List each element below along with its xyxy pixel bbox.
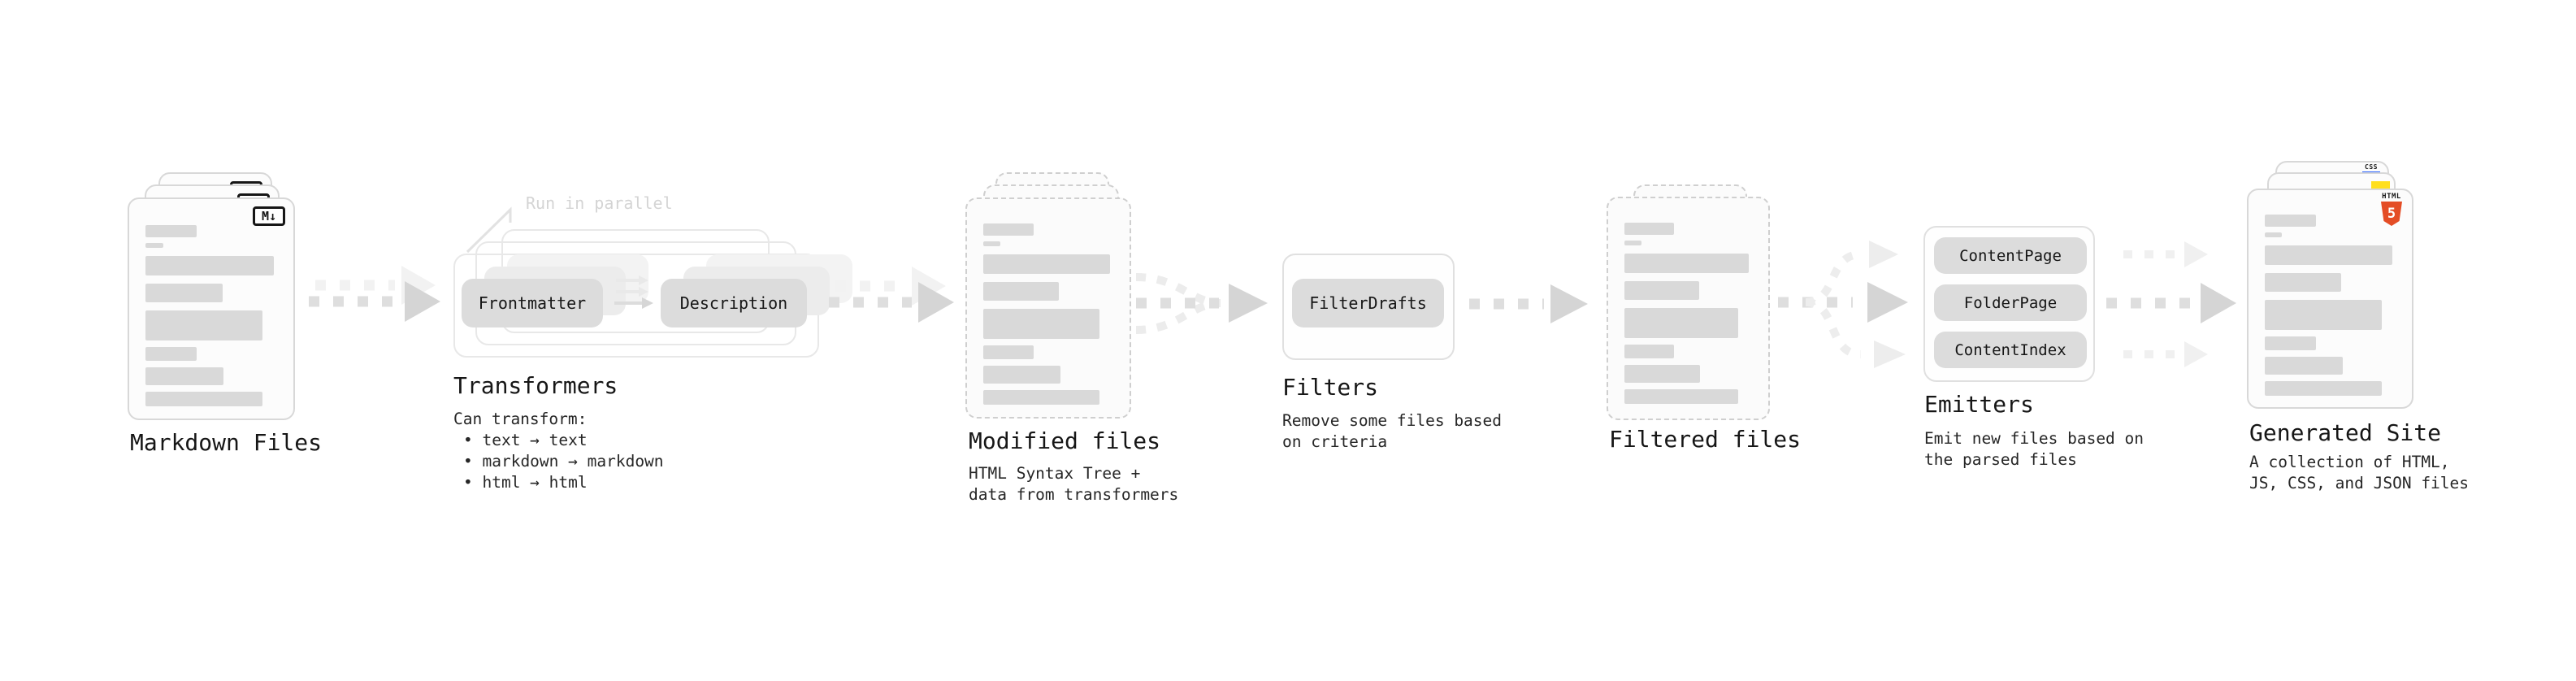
transformer-pill-frontmatter: Frontmatter — [462, 279, 603, 327]
doc-content-bars — [2265, 215, 2399, 396]
doc-placeholder-bar — [983, 309, 1099, 339]
emitter-pill-contentpage: ContentPage — [1934, 237, 2087, 274]
doc-placeholder-bar — [2265, 357, 2343, 375]
doc-placeholder-bar — [145, 392, 263, 406]
doc-placeholder-bar — [983, 223, 1034, 236]
generated-site-subtitle-line: A collection of HTML, — [2249, 453, 2450, 471]
transformers-title: Transformers — [453, 372, 618, 399]
doc-placeholder-bar — [983, 254, 1110, 274]
emitters-title: Emitters — [1924, 391, 2034, 418]
flow-merge-modified-to-filters — [1135, 273, 1268, 334]
doc-placeholder-bar — [1624, 254, 1749, 273]
site-file-card-html: HTML 5 — [2247, 189, 2413, 409]
filters-description: Remove some files based on criteria — [1282, 410, 1502, 453]
doc-placeholder-bar — [1624, 365, 1701, 383]
doc-placeholder-bar — [1624, 308, 1739, 338]
doc-placeholder-bar — [145, 367, 224, 385]
modified-files-title: Modified files — [969, 427, 1161, 454]
doc-placeholder-bar — [2265, 381, 2382, 396]
transform-bullet: • html → html — [463, 473, 588, 492]
filters-subtitle-line: on criteria — [1282, 432, 1388, 451]
generated-site-title: Generated Site — [2249, 419, 2442, 446]
markdown-file-badge-icon: M↓ — [253, 206, 285, 226]
modified-file-card-front — [965, 197, 1131, 419]
emitters-description: Emit new files based on the parsed files — [1924, 428, 2144, 471]
doc-placeholder-bar — [2265, 273, 2342, 292]
doc-placeholder-bar — [2265, 245, 2392, 265]
doc-placeholder-bar — [1624, 223, 1675, 235]
doc-placeholder-bar — [2265, 336, 2316, 350]
emitter-pill-contentindex: ContentIndex — [1934, 332, 2087, 368]
doc-content-bars — [983, 223, 1117, 405]
html5-badge-icon: HTML 5 — [2381, 193, 2402, 226]
doc-placeholder-bar — [2265, 232, 2283, 237]
doc-placeholder-bar — [1624, 345, 1675, 358]
flow-arrow-filters-to-filtered — [1469, 284, 1588, 323]
doc-placeholder-bar — [983, 241, 1001, 246]
folderpage-label: FolderPage — [1963, 293, 2058, 312]
emitter-pill-folderpage: FolderPage — [1934, 284, 2087, 321]
doc-placeholder-bar — [983, 390, 1099, 405]
flow-arrows-emitters-to-site — [2106, 241, 2236, 367]
modified-files-description: HTML Syntax Tree + data from transformer… — [969, 463, 1178, 505]
filtered-files-title: Filtered files — [1609, 426, 1802, 453]
doc-content-bars — [1624, 223, 1755, 404]
js-badge-icon — [2371, 181, 2390, 189]
frontmatter-label: Frontmatter — [478, 293, 587, 313]
html5-word: HTML — [2382, 193, 2401, 201]
transform-bullet: • markdown → markdown — [463, 452, 664, 471]
transform-bullet: • text → text — [463, 431, 588, 449]
html5-number: 5 — [2387, 205, 2396, 222]
doc-placeholder-bar — [1624, 241, 1641, 245]
doc-placeholder-bar — [145, 347, 197, 361]
flow-split-filtered-to-emitters — [1778, 241, 1908, 368]
doc-placeholder-bar — [983, 282, 1060, 301]
modified-files-subtitle-line: HTML Syntax Tree + — [969, 464, 1141, 483]
description-label: Description — [679, 293, 788, 313]
doc-placeholder-bar — [1624, 281, 1699, 300]
filterdrafts-label: FilterDrafts — [1309, 293, 1427, 313]
generated-site-subtitle-line: JS, CSS, and JSON files — [2249, 474, 2470, 492]
doc-placeholder-bar — [2265, 300, 2382, 330]
transformer-pill-description: Description — [661, 279, 807, 327]
filters-title: Filters — [1282, 374, 1379, 401]
transformers-description: Can transform: • text → text • markdown … — [453, 409, 664, 493]
doc-placeholder-bar — [145, 284, 223, 302]
filter-pill-filterdrafts: FilterDrafts — [1292, 279, 1444, 327]
doc-content-bars — [145, 225, 280, 406]
filters-subtitle-line: Remove some files based — [1282, 411, 1503, 430]
doc-placeholder-bar — [1624, 389, 1739, 404]
doc-placeholder-bar — [983, 345, 1034, 359]
modified-files-subtitle-line: data from transformers — [969, 485, 1179, 504]
contentpage-label: ContentPage — [1959, 246, 2062, 265]
doc-placeholder-bar — [145, 243, 163, 248]
emitters-subtitle-line: the parsed files — [1924, 450, 2077, 469]
doc-placeholder-bar — [145, 225, 197, 237]
markdown-badge-text: M↓ — [261, 209, 277, 223]
transformers-subtitle: Can transform: — [453, 410, 588, 428]
doc-placeholder-bar — [2265, 215, 2316, 227]
flow-arrow-markdown-to-transformers — [309, 266, 440, 322]
css-badge-text: CSS — [2365, 163, 2378, 171]
doc-placeholder-bar — [145, 310, 263, 340]
run-in-parallel-annotation: Run in parallel — [526, 193, 673, 213]
doc-placeholder-bar — [983, 366, 1061, 384]
filtered-file-card-front — [1607, 197, 1770, 420]
markdown-files-title: Markdown Files — [130, 429, 323, 456]
doc-placeholder-bar — [145, 256, 274, 275]
markdown-file-card-front: M↓ — [128, 197, 295, 420]
generated-site-description: A collection of HTML, JS, CSS, and JSON … — [2249, 452, 2469, 494]
contentindex-label: ContentIndex — [1954, 340, 2066, 359]
emitters-subtitle-line: Emit new files based on — [1924, 429, 2144, 448]
